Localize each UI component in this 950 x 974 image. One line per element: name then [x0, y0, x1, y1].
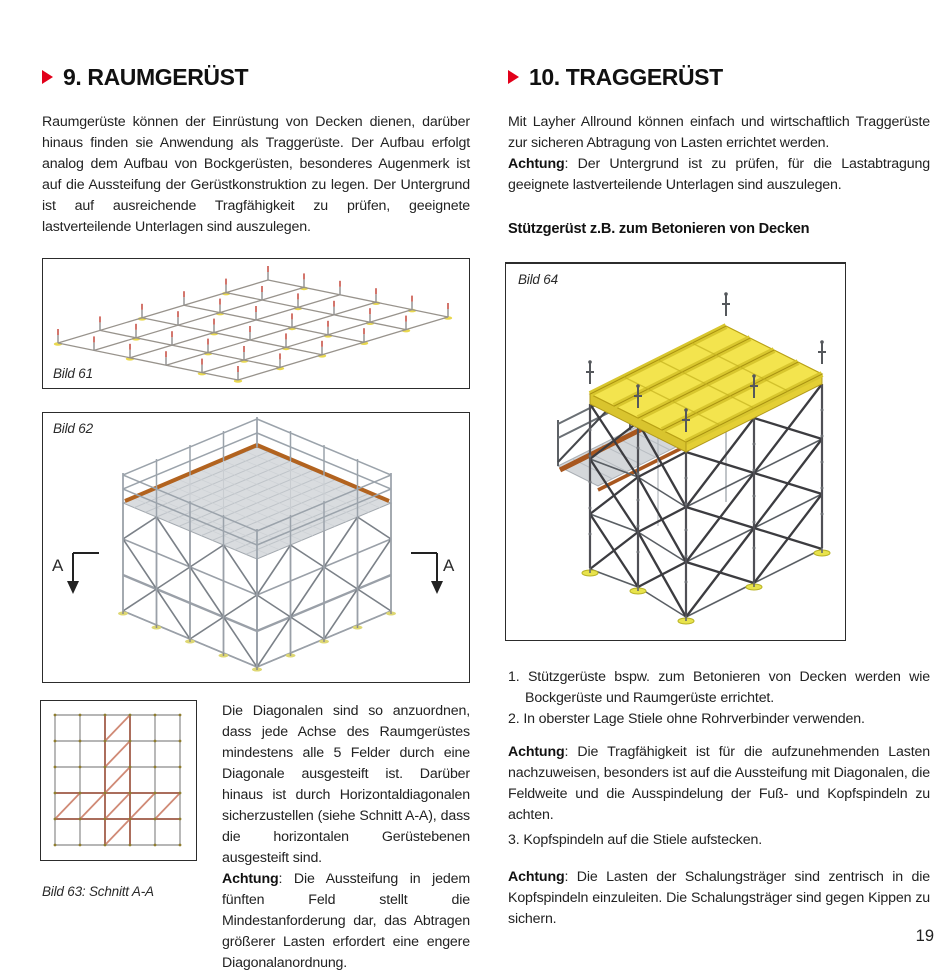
diagonal-rules-paragraph: Die Diagonalen sind so anzuordnen, dass …: [222, 701, 470, 974]
bild62-scaffold-cube-illustration: [67, 417, 443, 672]
red-arrow-icon: [42, 70, 53, 84]
bild61-base-grid-illustration: [53, 266, 453, 383]
achtung-label: Achtung: [508, 869, 565, 885]
paragraph-text: Die Diagonalen sind so anzuordnen, dass …: [222, 703, 470, 866]
heading-text: 9. RAUMGERÜST: [63, 64, 249, 90]
achtung-paragraph-schalungstraeger: Achtung: Die Lasten der Schalungsträger …: [508, 867, 930, 930]
achtung-label: Achtung: [508, 744, 565, 760]
list-item-3: 3. Kopfspindeln auf die Stiele aufstecke…: [508, 830, 947, 851]
numbered-list: 1. Stützgerüste bspw. zum Betonieren von…: [508, 667, 930, 730]
list-number: 2.: [508, 711, 520, 727]
achtung-text: : Die Tragfähigkeit ist für die aufzuneh…: [508, 744, 930, 823]
figure-bild-64: Bild 64: [505, 262, 846, 641]
bild63-caption: Bild 63: Schnitt A-A: [42, 884, 154, 899]
paragraph-text: Raumgerüste können der Einrüstung von De…: [42, 114, 470, 235]
achtung-paragraph-tragfaehigkeit: Achtung: Die Tragfähigkeit ist für die a…: [508, 742, 930, 826]
traggeruest-intro-paragraph: Mit Layher Allround können einfach und w…: [508, 112, 930, 196]
figure-bild-62: Bild 62 A A: [42, 412, 470, 683]
list-number: 3.: [508, 832, 520, 848]
list-text: Kopfspindeln auf die Stiele aufstecken.: [523, 832, 762, 848]
figure-label: Bild 62: [53, 421, 93, 436]
list-item-2: 2. In oberster Lage Stiele ohne Rohrverb…: [508, 709, 930, 730]
bild63-section-grid-illustration: [53, 713, 182, 847]
achtung-label: Achtung: [222, 871, 279, 887]
page-number: 19: [915, 927, 934, 945]
achtung-text: : Die Lasten der Schalungsträger sind ze…: [508, 869, 930, 927]
stuetzgeruest-subheading: Stützgerüst z.B. zum Betonieren von Deck…: [508, 221, 810, 237]
list-text: In oberster Lage Stiele ohne Rohrverbind…: [523, 711, 865, 727]
section-cut-marker-a-right: A: [443, 556, 455, 575]
heading-text: 10. TRAGGERÜST: [529, 64, 723, 90]
figure-label: Bild 64: [518, 272, 558, 287]
section-heading-raumgeruest: 9. RAUMGERÜST: [42, 64, 470, 90]
list-text: Stützgerüste bspw. zum Betonieren von De…: [525, 669, 930, 706]
achtung-text: : Die Aussteifung in jedem fünften Feld …: [222, 871, 470, 971]
achtung-text: : Der Untergrund ist zu prüfen, für die …: [508, 156, 930, 193]
figure-bild-63: [40, 700, 197, 861]
achtung-label: Achtung: [508, 156, 565, 172]
raumgeruest-intro-paragraph: Raumgerüste können der Einrüstung von De…: [42, 112, 470, 238]
list-number: 1.: [508, 669, 520, 685]
section-cut-marker-a-left: A: [52, 556, 64, 575]
paragraph-text: Mit Layher Allround können einfach und w…: [508, 114, 930, 151]
list-item-1: 1. Stützgerüste bspw. zum Betonieren von…: [508, 667, 930, 709]
bild64-shoring-tower-illustration: [556, 292, 831, 625]
red-arrow-icon: [508, 70, 519, 84]
section-heading-traggeruest: 10. TRAGGERÜST: [508, 64, 930, 90]
figure-bild-61: Bild 61: [42, 258, 470, 389]
figure-label: Bild 61: [53, 366, 93, 381]
